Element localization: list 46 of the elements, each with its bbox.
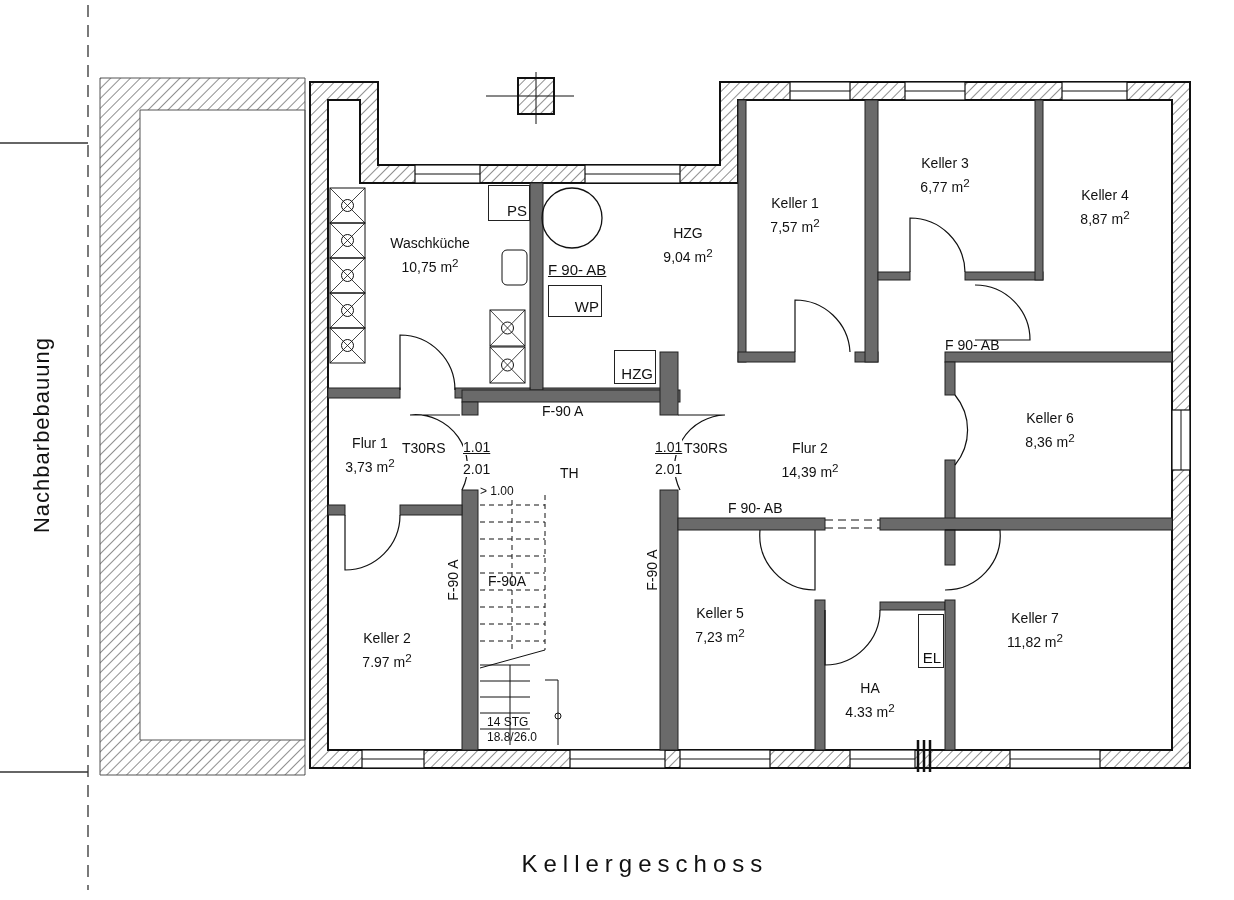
room-name: Keller 4 bbox=[1080, 185, 1130, 205]
room-name: HA bbox=[859, 678, 881, 698]
door-size: 1.01 bbox=[655, 439, 683, 455]
room-name: Flur 1 bbox=[351, 433, 389, 453]
plan-title: Kellergeschoss bbox=[521, 850, 769, 878]
room-name: Waschküche bbox=[390, 233, 470, 253]
fixture-box: PS bbox=[488, 185, 530, 221]
room-name: Keller 6 bbox=[1025, 408, 1075, 428]
fixture-box: HZG bbox=[614, 350, 656, 384]
room-size: 7,57 m$^{2}$ bbox=[770, 214, 820, 238]
fire-rating-label: F 90- AB bbox=[548, 262, 607, 278]
room-name: HZG bbox=[672, 223, 704, 243]
door-label: T30RS bbox=[684, 440, 728, 456]
room-code: TH bbox=[560, 465, 579, 481]
room-size: 8,36 m$^{2}$ bbox=[1025, 429, 1075, 453]
room-size: 6,77 m$^{2}$ bbox=[920, 174, 970, 198]
door-size: 2.01 bbox=[655, 461, 683, 477]
fire-rating-label: F-90A bbox=[488, 573, 527, 589]
room-size: 3,73 m$^{2}$ bbox=[345, 454, 395, 478]
room-name: Keller 2 bbox=[362, 628, 412, 648]
fixture-box: EL bbox=[918, 614, 944, 668]
room-size: 11,82 m$^{2}$ bbox=[1007, 629, 1063, 653]
dimension-label: > 1.00 bbox=[480, 483, 514, 499]
room-size: 8,87 m$^{2}$ bbox=[1080, 206, 1130, 230]
stair-note: 18.8/26.0 bbox=[487, 729, 538, 745]
room-size: 10,75 m$^{2}$ bbox=[400, 254, 460, 278]
stair-note: 14 STG bbox=[487, 714, 529, 730]
fire-rating-label: F 90- AB bbox=[945, 337, 1000, 353]
room-size: 14,39 m$^{2}$ bbox=[781, 459, 839, 483]
door-size: 1.01 bbox=[463, 439, 491, 455]
fire-rating-label: F-90 A bbox=[445, 559, 461, 601]
door-size: 2.01 bbox=[463, 461, 491, 477]
room-size: 7.97 m$^{2}$ bbox=[362, 649, 412, 673]
fixture-box: WP bbox=[548, 285, 602, 317]
door-label: T30RS bbox=[402, 440, 446, 456]
fire-rating-label: F 90- AB bbox=[728, 500, 783, 516]
room-size: 4.33 m$^{2}$ bbox=[845, 699, 895, 723]
room-size: 7,23 m$^{2}$ bbox=[695, 624, 745, 648]
fire-rating-label: F-90 A bbox=[542, 403, 584, 419]
room-size: 9,04 m$^{2}$ bbox=[663, 244, 713, 268]
fire-rating-label: F-90 A bbox=[644, 549, 660, 591]
room-name: Flur 2 bbox=[791, 438, 829, 458]
room-name: Keller 7 bbox=[1010, 608, 1060, 628]
room-name: Keller 1 bbox=[770, 193, 820, 213]
room-name: Keller 3 bbox=[920, 153, 970, 173]
room-name: Keller 5 bbox=[695, 603, 745, 623]
